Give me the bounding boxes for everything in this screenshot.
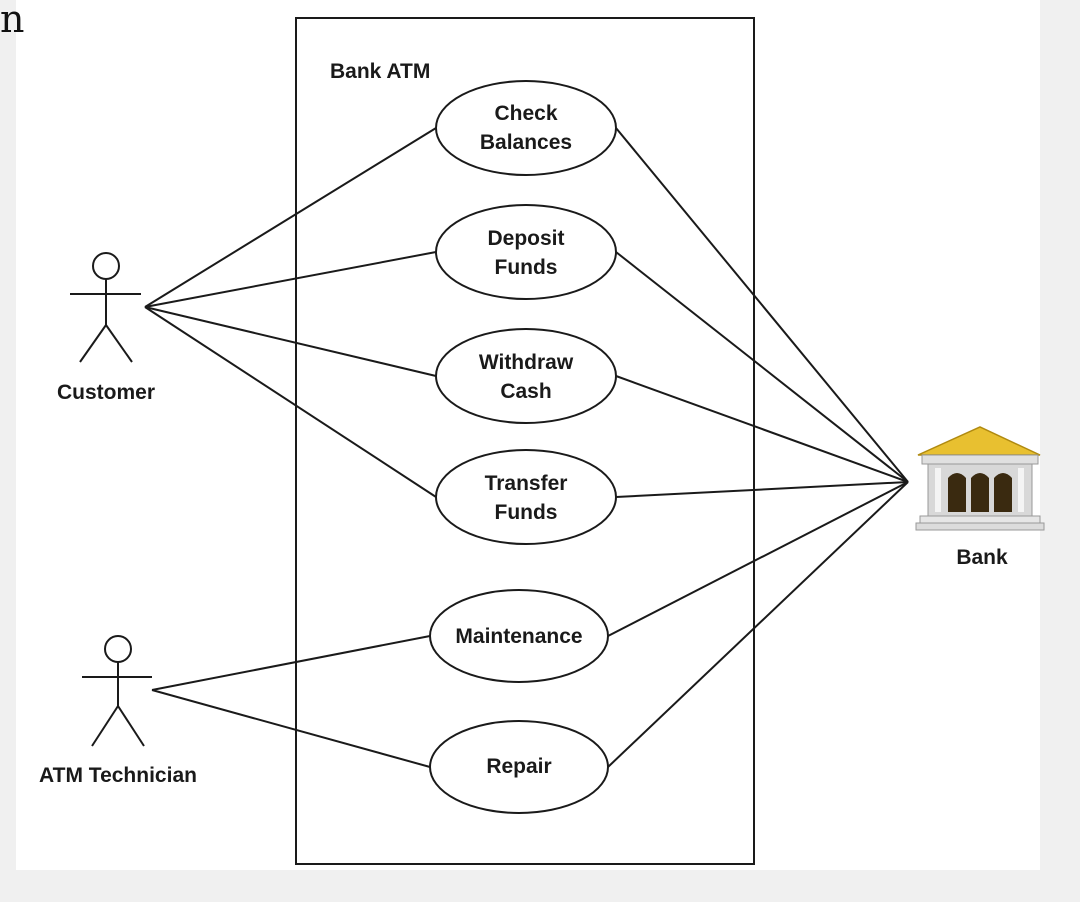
svg-text:Repair: Repair — [486, 755, 551, 778]
use-case-withdraw-cash: Withdraw Cash — [435, 328, 617, 424]
stick-figure-icon — [82, 635, 152, 747]
assoc-customer-deposit-funds — [144, 251, 437, 308]
assoc-technician-repair — [151, 689, 431, 768]
svg-text:Transfer: Transfer — [485, 472, 568, 495]
svg-text:Balances: Balances — [480, 131, 572, 154]
actor-customer — [70, 252, 141, 363]
bank-building-icon — [915, 426, 1045, 531]
assoc-bank-repair — [607, 481, 909, 768]
svg-text:Deposit: Deposit — [487, 227, 564, 250]
svg-text:Funds: Funds — [495, 501, 558, 524]
assoc-bank-withdraw-cash — [615, 375, 909, 483]
cropped-edge-text: n — [0, 0, 25, 41]
system-name: Bank ATM — [330, 60, 430, 83]
svg-text:Cash: Cash — [500, 380, 551, 403]
system-boundary — [295, 17, 755, 865]
assoc-bank-check-balances — [615, 127, 909, 483]
svg-text:Funds: Funds — [495, 256, 558, 279]
use-case-transfer-funds: Transfer Funds — [435, 449, 617, 545]
technician-associations — [151, 635, 431, 768]
actor-technician-label: ATM Technician — [39, 764, 197, 787]
assoc-bank-maintenance — [607, 481, 909, 637]
stick-figure-icon — [70, 252, 141, 363]
assoc-bank-transfer-funds — [615, 481, 909, 498]
actor-technician — [82, 635, 152, 747]
actor-customer-label: Customer — [57, 381, 155, 404]
customer-associations — [144, 127, 437, 498]
assoc-bank-deposit-funds — [615, 251, 909, 483]
bank-associations — [607, 127, 909, 768]
assoc-customer-transfer-funds — [144, 306, 437, 498]
use-case-deposit-funds: Deposit Funds — [435, 204, 617, 300]
svg-text:Withdraw: Withdraw — [479, 351, 574, 374]
actor-bank-label: Bank — [956, 546, 1008, 569]
use-case-maintenance: Maintenance — [429, 589, 609, 683]
assoc-technician-maintenance — [151, 635, 431, 691]
assoc-customer-check-balances — [144, 127, 437, 308]
assoc-customer-withdraw-cash — [144, 306, 437, 377]
svg-text:Check: Check — [494, 102, 557, 125]
use-case-repair: Repair — [429, 720, 609, 814]
use-case-check-balances: Check Balances — [435, 80, 617, 176]
svg-text:Maintenance: Maintenance — [455, 625, 582, 648]
